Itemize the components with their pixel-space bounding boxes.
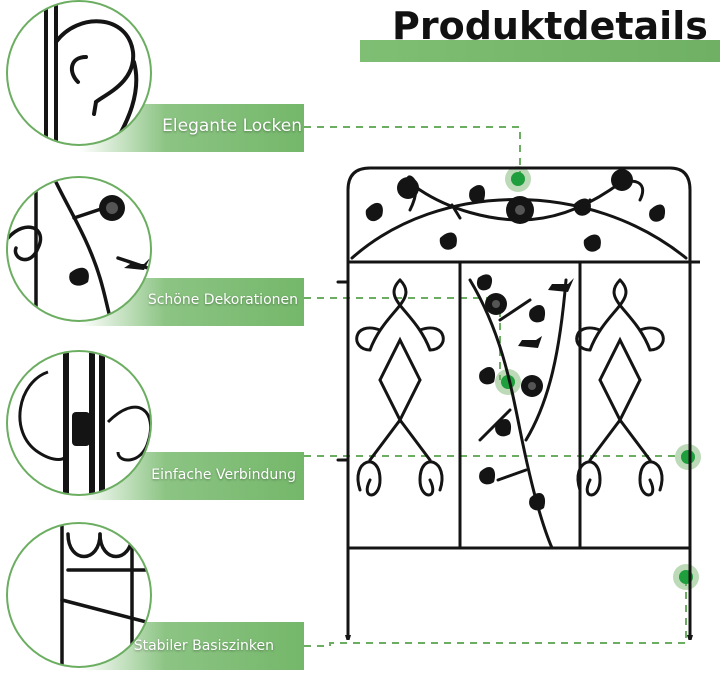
detail-circle-connection bbox=[6, 350, 152, 496]
detail-circle-decorations bbox=[6, 176, 152, 322]
feature-label-curls: Elegante Locken bbox=[162, 116, 302, 136]
title-underline-band bbox=[360, 40, 720, 62]
connector-clip-detail-image bbox=[18, 352, 150, 494]
curl-detail-image bbox=[44, 2, 139, 144]
flower-bird-detail-image bbox=[8, 178, 150, 320]
detail-circle-base-spike bbox=[6, 522, 152, 668]
base-spike-detail-image bbox=[60, 524, 150, 666]
garden-fence-image bbox=[336, 166, 700, 640]
connector-curls bbox=[304, 126, 521, 178]
feature-label-decorations: Schöne Dekorationen bbox=[147, 292, 298, 308]
feature-label-connection: Einfache Verbindung bbox=[151, 467, 296, 483]
detail-circle-curls bbox=[6, 0, 152, 146]
page-title: Produktdetails bbox=[392, 4, 708, 48]
feature-label-base-spike: Stabiler Basiszinken bbox=[133, 638, 274, 654]
marker-curls bbox=[511, 172, 525, 186]
connector-base-spike bbox=[304, 578, 687, 647]
